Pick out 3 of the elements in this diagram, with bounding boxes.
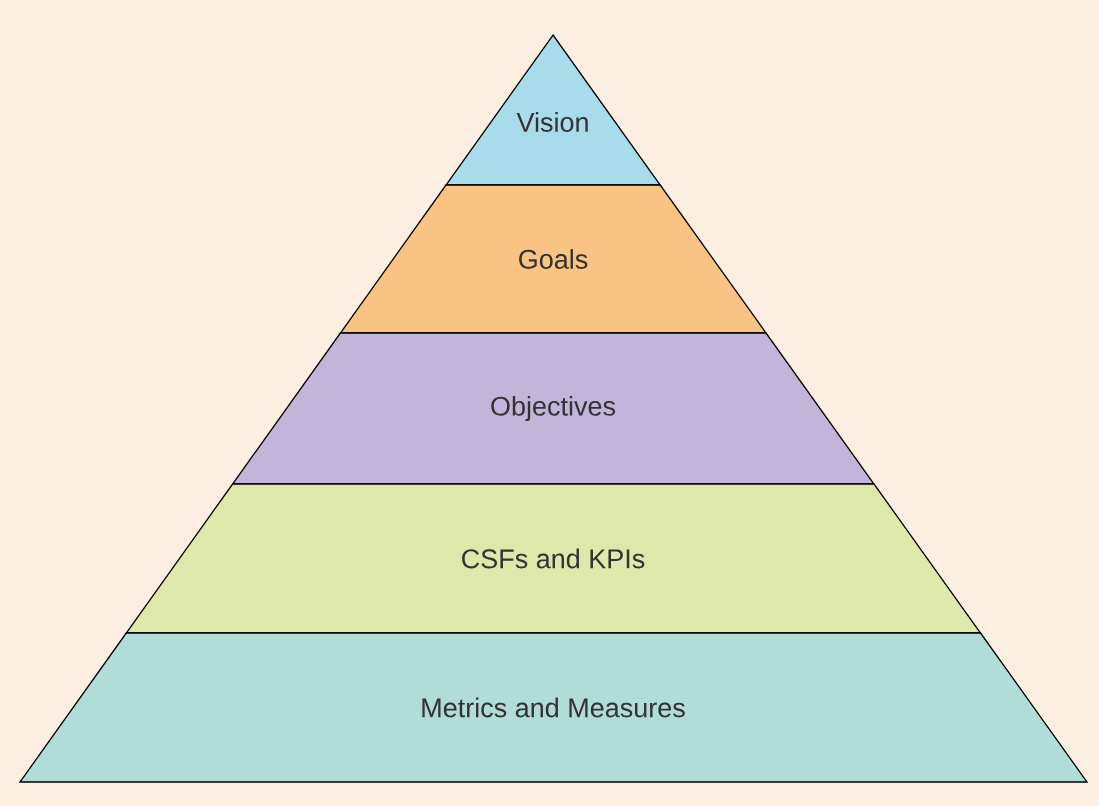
pyramid-level: Goals	[339, 184, 768, 334]
pyramid-level: Objectives	[231, 332, 876, 485]
pyramid-level: CSFs and KPIs	[125, 483, 982, 634]
